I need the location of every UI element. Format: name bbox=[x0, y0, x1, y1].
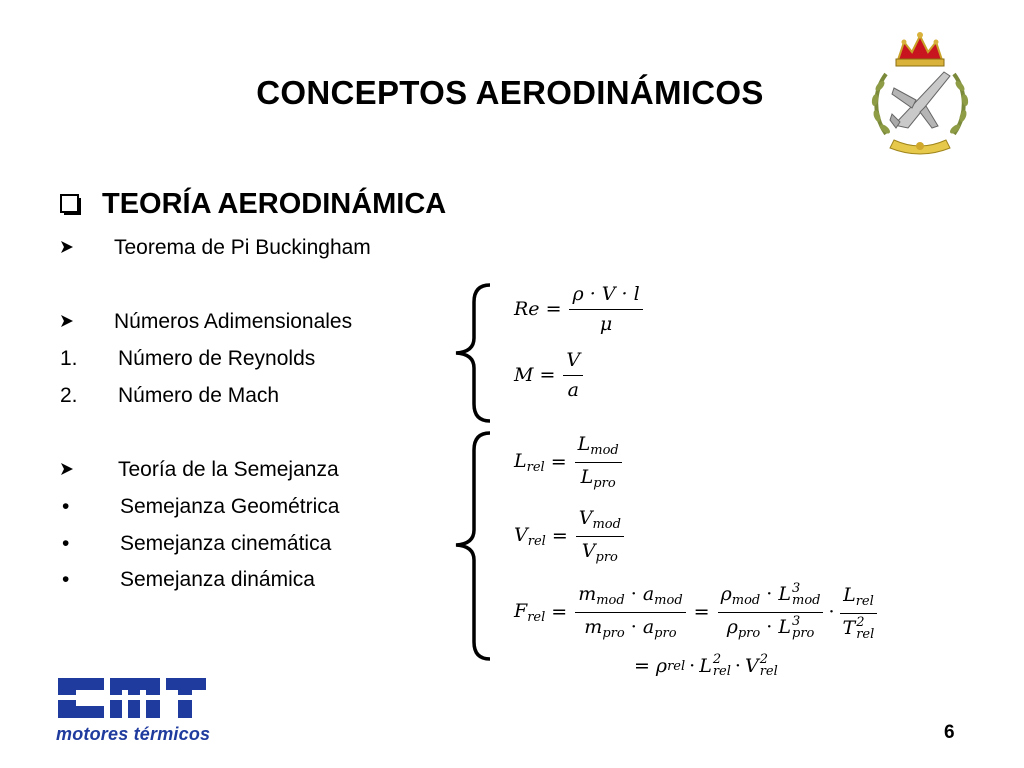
slide-title: CONCEPTOS AERODINÁMICOS bbox=[256, 74, 764, 111]
checkbox-icon bbox=[60, 193, 81, 215]
list-item-label: Semejanza Geométrica bbox=[120, 495, 340, 518]
curly-brace-bottom bbox=[455, 431, 491, 661]
list-item: Teorema de Pi Buckingham bbox=[60, 236, 371, 260]
list-item-label: Número de Reynolds bbox=[118, 347, 316, 370]
section-heading-text: TEORÍA AERODINÁMICA bbox=[102, 188, 447, 220]
list-item: Teoría de la Semejanza bbox=[60, 458, 339, 482]
list-item: • Semejanza dinámica bbox=[60, 568, 315, 592]
list-item: 1. Número de Reynolds bbox=[60, 347, 315, 371]
arrowhead-icon bbox=[61, 315, 73, 327]
list-number: 2. bbox=[60, 384, 78, 407]
list-item: 2. Número de Mach bbox=[60, 384, 279, 408]
list-item-label: Semejanza cinemática bbox=[120, 532, 332, 555]
cmt-logo-mark bbox=[56, 678, 212, 718]
cmt-logo: motores térmicos bbox=[56, 676, 216, 748]
list-item-label: Semejanza dinámica bbox=[120, 568, 315, 591]
list-item-label: Número de Mach bbox=[118, 384, 280, 407]
arrowhead-icon bbox=[61, 463, 73, 475]
list-item-label: Teorema de Pi Buckingham bbox=[114, 236, 371, 259]
list-item: • Semejanza cinemática bbox=[60, 532, 331, 556]
page-number: 6 bbox=[944, 722, 955, 743]
section-heading: TEORÍA AERODINÁMICA bbox=[60, 188, 446, 221]
logo-caption: motores térmicos bbox=[56, 724, 211, 744]
list-number: 1. bbox=[60, 347, 78, 370]
list-item: Números Adimensionales bbox=[60, 310, 352, 334]
velocity-ratio-formula: Vrel = Vmod Vpro bbox=[514, 506, 626, 567]
air-force-emblem-icon bbox=[871, 32, 969, 155]
bullet-icon: • bbox=[62, 532, 70, 555]
bullet-icon: • bbox=[62, 495, 70, 518]
length-ratio-formula: Lrel = Lmod Lpro bbox=[514, 432, 624, 493]
list-item: • Semejanza Geométrica bbox=[60, 495, 339, 519]
list-item-label: Teoría de la Semejanza bbox=[118, 458, 339, 481]
curly-brace-top bbox=[455, 283, 491, 423]
force-ratio-formula: Frel = mmod · amod mpro · apro = ρmod · … bbox=[514, 582, 879, 643]
list-item-label: Números Adimensionales bbox=[114, 310, 353, 333]
arrowhead-icon bbox=[61, 241, 73, 253]
bullet-icon: • bbox=[62, 568, 70, 591]
